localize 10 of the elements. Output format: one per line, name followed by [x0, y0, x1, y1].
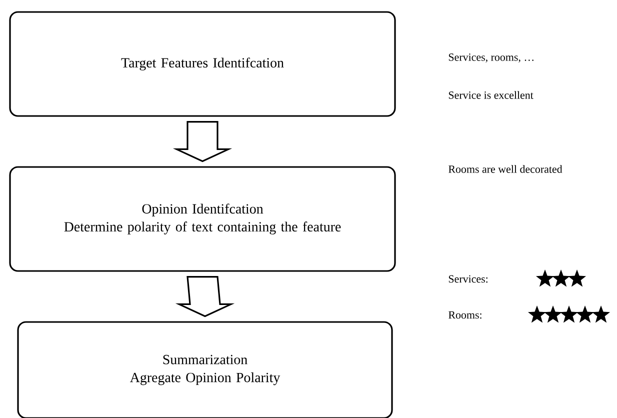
- note-text: Services:: [448, 275, 488, 283]
- note-text: Rooms:: [448, 311, 482, 319]
- note-text: Service is excellent: [448, 91, 534, 99]
- block-arrow: [172, 121, 232, 162]
- block-arrow: [175, 276, 235, 318]
- note-text: Services, rooms, …: [448, 54, 534, 62]
- note-text: Rooms are well decorated: [448, 165, 562, 173]
- process-box: Target Features Identifcation: [9, 11, 396, 117]
- process-box: Opinion Identifcation Determine polarity of text containing the feature: [9, 166, 396, 272]
- process-box: Summarization Agregate Opinion Polarity: [17, 321, 393, 418]
